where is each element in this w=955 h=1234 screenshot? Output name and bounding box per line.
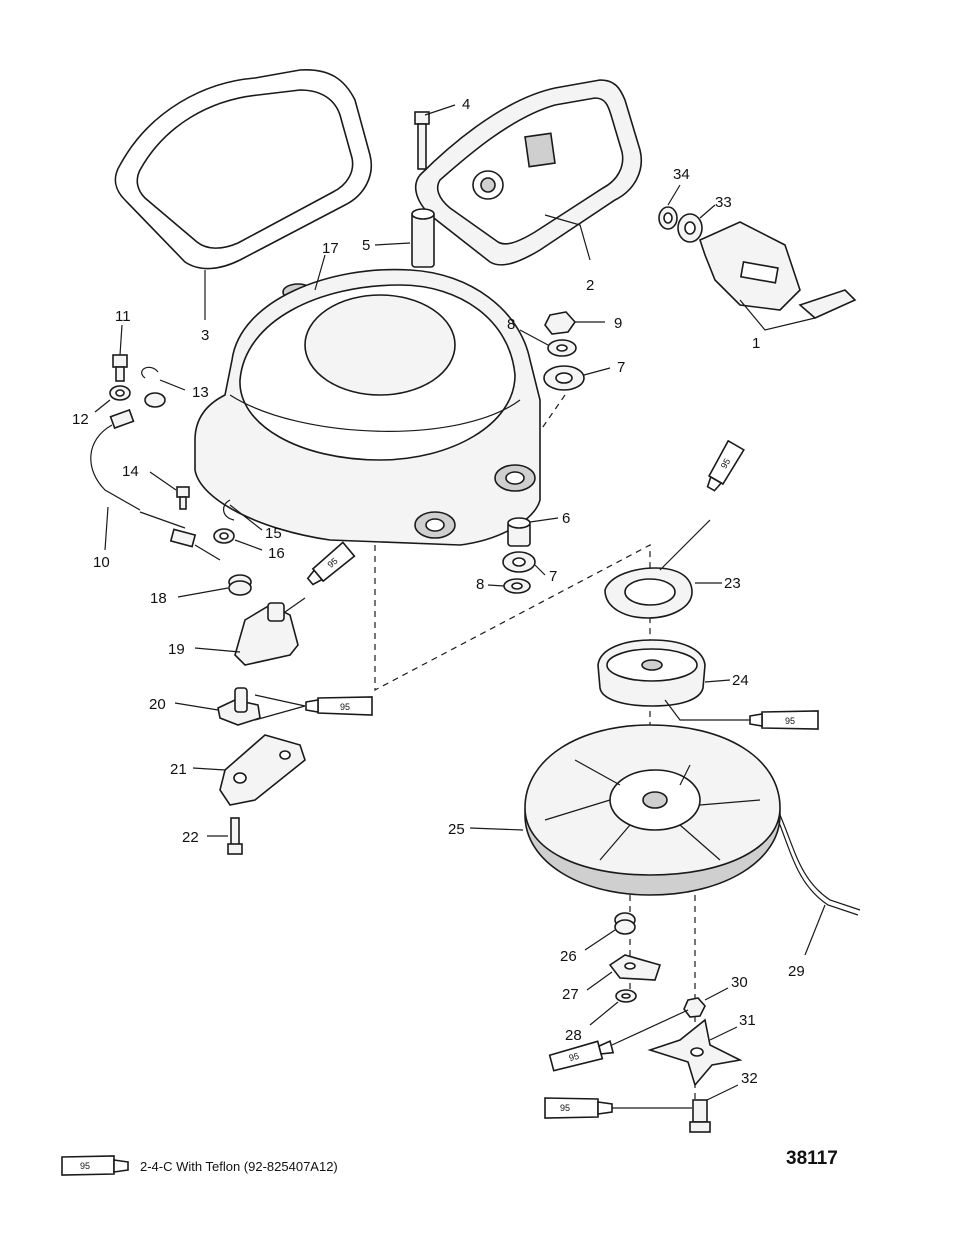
tube-code-label: 95 xyxy=(785,716,795,726)
callout-3: 3 xyxy=(201,327,209,344)
part-17-housing xyxy=(194,254,541,546)
part-19-lever xyxy=(194,602,299,666)
callout-4: 4 xyxy=(462,96,470,113)
callout-31: 31 xyxy=(739,1012,756,1029)
part-22-screw xyxy=(207,817,243,855)
callout-34: 34 xyxy=(673,166,690,183)
drawing-number: 38117 xyxy=(786,1148,838,1169)
part-9-nut xyxy=(544,311,605,335)
part-15-clip xyxy=(223,499,263,531)
callout-23: 23 xyxy=(724,575,741,592)
legend-tube-code: 95 xyxy=(80,1161,90,1171)
part-26-spring xyxy=(584,912,636,951)
part-8-washer-lower xyxy=(487,578,531,594)
part-29-rope xyxy=(777,814,861,956)
callout-33: 33 xyxy=(715,194,732,211)
callout-6: 6 xyxy=(562,510,570,527)
callout-8-lower: 8 xyxy=(476,576,484,593)
part-28-clip xyxy=(589,989,637,1026)
lubricant-tube-e: 95 xyxy=(548,1009,689,1072)
lubricant-tube-a: 95 xyxy=(659,439,745,571)
part-34-grommet xyxy=(658,184,681,230)
legend-text: 2-4-C With Teflon (92-825407A12) xyxy=(140,1159,338,1174)
part-8-washer-upper xyxy=(519,329,577,357)
callout-13: 13 xyxy=(192,384,209,401)
callout-7-upper: 7 xyxy=(617,359,625,376)
part-10-cable xyxy=(90,408,221,561)
part-7-bushing-upper xyxy=(543,365,611,391)
callout-29: 29 xyxy=(788,963,805,980)
part-18-spring xyxy=(177,574,252,598)
lubricant-tube-f: 95 xyxy=(544,1097,692,1119)
callout-21: 21 xyxy=(170,761,187,778)
callout-26: 26 xyxy=(560,948,577,965)
tube-code-label: 95 xyxy=(326,556,340,570)
part-1-handle xyxy=(699,221,857,331)
lubricant-tube-d: 95 xyxy=(664,699,819,730)
part-12-washer xyxy=(94,385,131,413)
part-14-screw xyxy=(149,471,190,510)
callout-19: 19 xyxy=(168,641,185,658)
callout-30: 30 xyxy=(731,974,748,991)
part-25-pulley xyxy=(469,724,781,896)
part-23-retainer xyxy=(604,567,722,619)
callout-11: 11 xyxy=(115,308,131,325)
tube-code-label: 95 xyxy=(719,457,733,471)
part-33-grommet xyxy=(677,204,716,243)
part-13-clip xyxy=(141,366,186,408)
legend-tube-icon xyxy=(61,1155,115,1176)
part-30-nut xyxy=(683,987,729,1018)
callout-9: 9 xyxy=(614,315,622,332)
part-21-bracket xyxy=(192,734,306,806)
callout-25: 25 xyxy=(448,821,465,838)
part-5-spacer xyxy=(374,208,435,268)
part-16-washer xyxy=(213,528,263,551)
callout-22: 22 xyxy=(182,829,199,846)
callout-12: 12 xyxy=(72,411,89,428)
tube-code-label: 95 xyxy=(340,702,350,712)
part-3-seal xyxy=(114,69,372,320)
callout-5: 5 xyxy=(362,237,370,254)
callout-15: 15 xyxy=(265,525,282,542)
callout-27: 27 xyxy=(562,986,579,1003)
part-4-screw xyxy=(414,104,456,170)
part-20-pivot xyxy=(174,687,261,726)
part-24-cup xyxy=(597,639,731,707)
callout-2: 2 xyxy=(586,277,594,294)
callout-10: 10 xyxy=(93,554,110,571)
part-6-spacer xyxy=(507,517,559,547)
callout-20: 20 xyxy=(149,696,166,713)
callout-28: 28 xyxy=(565,1027,582,1044)
part-31-plate xyxy=(647,1018,743,1087)
callout-1: 1 xyxy=(752,335,760,352)
part-11-screw xyxy=(112,324,128,382)
callout-14: 14 xyxy=(122,463,139,480)
lubricant-tube-c: 95 xyxy=(254,694,373,721)
part-27-pawl xyxy=(586,954,662,991)
callout-24: 24 xyxy=(732,672,749,689)
tube-code-label: 95 xyxy=(560,1103,570,1113)
callout-numbers: 1 2 3 4 5 6 7 7 8 8 9 10 11 12 13 14 15 … xyxy=(72,96,805,1087)
callout-16: 16 xyxy=(268,545,285,562)
callout-7-lower: 7 xyxy=(549,568,557,585)
callout-17: 17 xyxy=(322,240,339,257)
part-7-bushing-lower xyxy=(502,551,546,576)
callout-8-upper: 8 xyxy=(507,316,515,333)
tube-code-label: 95 xyxy=(568,1051,580,1063)
callout-32: 32 xyxy=(741,1070,758,1087)
lubricant-tube-b: 95 xyxy=(284,541,356,613)
legend: 95 2-4-C With Teflon (92-825407A12) xyxy=(61,1155,338,1176)
part-2-bracket xyxy=(414,79,642,266)
callout-18: 18 xyxy=(150,590,167,607)
part-32-bolt xyxy=(689,1084,739,1133)
